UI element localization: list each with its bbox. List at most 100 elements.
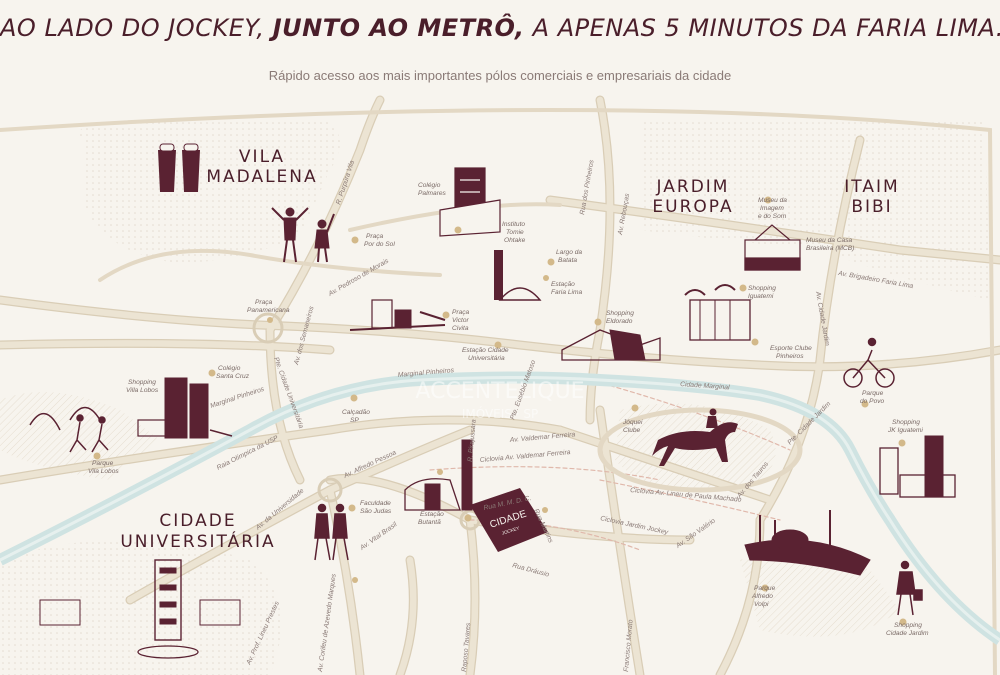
headline-bold: JUNTO AO METRÔ, <box>272 14 525 42</box>
poi-estacao-cidade-univ-1: Estação Cidade <box>462 347 509 354</box>
poi-shopping-cidade-jardim-2: Cidade Jardim <box>886 630 929 637</box>
eldorado-buildings <box>561 329 661 361</box>
district-cidade-universitaria-2: UNIVERSITÁRIA <box>120 530 275 552</box>
poi-labels: Colégio Palmares Instituto Tomie Ohtake … <box>88 182 929 637</box>
poi-museu-imagem-som-2: Imagem <box>760 205 784 212</box>
pinheiros-river-edge <box>0 376 1000 642</box>
colegio-palmares-building <box>439 167 501 237</box>
street-av-valdemar-1: Av. Valdemar Ferreira <box>509 431 576 444</box>
watermark-line2: IMÓVEIS · SP <box>462 406 538 421</box>
district-itaim-bibi-2: BIBI <box>851 197 892 217</box>
poi-shopping-iguatemi-2: Iguatemi <box>748 293 774 300</box>
headline-part1: AO LADO DO JOCKEY, <box>0 14 273 42</box>
poi-shopping-jk-1: Shopping <box>892 419 920 426</box>
street-av-pedroso-morais: Av. Pedroso de Morais <box>327 257 391 298</box>
street-av-valdemar-2: Ciclovia Av. Valdemar Ferreira <box>480 449 572 464</box>
instituto-tomie-building <box>494 250 542 301</box>
poi-parque-do-povo-1: Parque <box>862 390 884 397</box>
students-illustration <box>314 503 349 561</box>
poi-esporte-clube-1: Esporte Clube <box>770 345 812 352</box>
road-network <box>0 95 1000 675</box>
poi-joquei-clube-2: Clube <box>623 427 641 434</box>
poi-joquei-clube-1: Jóquei <box>622 419 643 426</box>
poi-instituto-tomie-3: Ohtake <box>504 237 526 244</box>
district-vila-madalena-2: MADALENA <box>206 167 317 187</box>
poi-praca-victor-civita-2: Victor <box>452 317 470 324</box>
jardim-europa-area <box>640 120 990 300</box>
district-itaim-bibi-1: ITAIM <box>844 177 899 197</box>
district-jardim-europa-1: JARDIM <box>656 177 730 197</box>
poi-praca-por-do-sol-2: Por do Sol <box>364 241 395 248</box>
poi-parque-do-povo-2: do Povo <box>860 398 885 405</box>
poi-parque-alfredo-volpi-3: Volpi <box>754 601 769 608</box>
poi-faculdade-sao-judas-2: São Judas <box>360 508 392 515</box>
street-marginal-pinheiros-1: Marginal Pinheiros <box>209 386 265 410</box>
poi-estacao-cidade-univ-2: Universitária <box>468 355 505 362</box>
street-r-purpura-vila: R. Purpúra Vila <box>335 160 356 206</box>
museu-casa-brasileira-building <box>744 224 801 271</box>
location-pins <box>93 196 907 626</box>
poi-museu-casa-brasileira-1: Museu da Casa <box>806 237 853 244</box>
alfredo-volpi-park-illustration <box>744 510 871 576</box>
poi-colegio-palmares-1: Colégio <box>418 182 441 189</box>
poi-shopping-cidade-jardim-1: Shopping <box>894 622 922 629</box>
shopping-villa-lobos-building <box>137 377 233 439</box>
headline: AO LADO DO JOCKEY, JUNTO AO METRÔ, A APE… <box>0 14 1000 42</box>
poi-museu-imagem-som-1: Museu da <box>758 197 787 204</box>
poi-estacao-faria-lima-2: Faria Lima <box>551 289 582 296</box>
victor-civita-buildings <box>349 299 446 331</box>
runners-illustration <box>29 406 109 453</box>
poi-parque-vila-lobos-2: Vila Lobos <box>88 468 119 475</box>
district-vila-madalena-1: VILA <box>239 147 285 167</box>
poi-estacao-butanta-1: Estação <box>420 511 444 518</box>
district-cidade-universitaria-1: CIDADE <box>159 511 236 531</box>
poi-praca-panamericana-2: Panamericana <box>247 307 290 314</box>
horse-jockey-illustration <box>652 408 738 466</box>
poi-colegio-palmares-2: Palmares <box>418 190 447 197</box>
poi-calcadao-sp-1: Calçadão <box>342 409 370 416</box>
poi-museu-imagem-som-3: e do Som <box>758 213 787 220</box>
poi-shopping-jk-2: JK Iguatemi <box>887 427 923 434</box>
poi-museu-casa-brasileira-2: Brasileira (MCB) <box>806 245 854 252</box>
poi-parque-vila-lobos-1: Parque <box>92 460 114 467</box>
poi-shopping-villa-lobos-1: Shopping <box>128 379 156 386</box>
watermark-line1: ACCENTELIQUE <box>415 379 584 404</box>
roundabouts <box>252 312 481 531</box>
street-rua-drausio: Rua Dráusio <box>511 562 550 579</box>
poi-largo-batata-1: Largo da <box>556 249 582 256</box>
people-jumping-illustration <box>271 207 335 263</box>
poi-calcadao-sp-2: SP <box>350 417 359 424</box>
butanta-station-building <box>404 439 473 511</box>
poi-instituto-tomie-1: Instituto <box>502 221 525 228</box>
street-francisco-morato: Francisco Morato <box>623 619 635 672</box>
badge-line2: JOCKEY <box>501 525 520 535</box>
poi-estacao-butanta-2: Butantã <box>418 519 441 526</box>
poi-shopping-eldorado-2: Eldorado <box>606 318 633 325</box>
headline-part2: A APENAS 5 MINUTOS DA FARIA LIMA. <box>524 14 1000 42</box>
jk-iguatemi-buildings <box>879 435 956 498</box>
poi-praca-victor-civita-3: Civita <box>452 325 469 332</box>
street-raposo-tavares: Raposo Tavares <box>461 622 472 672</box>
street-r-pirajussara: R. Pirajussara <box>467 419 478 462</box>
poi-praca-panamericana-1: Praça <box>255 299 273 306</box>
shopper-illustration <box>896 560 923 616</box>
poi-colegio-santa-cruz-2: Santa Cruz <box>216 373 250 380</box>
poi-praca-victor-civita-1: Praça <box>452 309 470 316</box>
street-cidade-marginal: Cidade Marginal <box>680 381 730 391</box>
street-av-vital-brasil: Av. Vital Brasil <box>358 521 399 552</box>
palm-buildings <box>684 284 751 341</box>
poi-shopping-iguatemi-1: Shopping <box>748 285 776 292</box>
poi-esporte-clube-2: Pinheiros <box>776 353 804 360</box>
cyclist-illustration <box>843 337 895 388</box>
usp-tower-illustration <box>39 559 241 659</box>
vila-madalena-area <box>79 120 340 263</box>
poi-shopping-eldorado-1: Shopping <box>606 310 634 317</box>
poi-faculdade-sao-judas-1: Faculdade <box>360 500 391 507</box>
street-av-sao-valerio: Av. São Valério <box>674 517 717 550</box>
subtitle: Rápido acesso aos mais importantes pólos… <box>268 68 732 83</box>
street-marginal-pinheiros-2: Marginal Pinheiros <box>398 367 455 379</box>
poi-parque-alfredo-volpi-2: Alfredo <box>751 593 773 600</box>
poi-largo-batata-2: Batata <box>558 257 577 264</box>
cidade-universitaria-area <box>0 540 282 675</box>
